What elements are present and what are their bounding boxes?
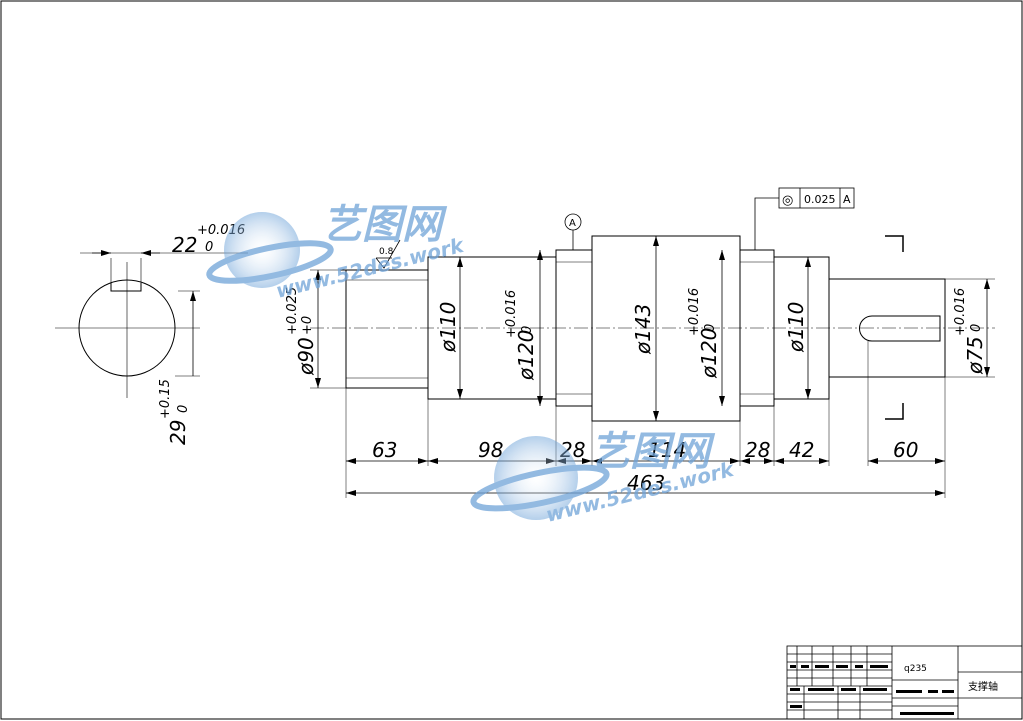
surface-roughness-symbol	[375, 239, 401, 269]
shaft-outline	[310, 235, 995, 422]
datum-marker	[564, 213, 582, 250]
diameter-90-label: ø90	[294, 337, 318, 376]
title-block-part-name: 支撑轴	[968, 680, 998, 693]
diameter-110-left-label: ø110	[436, 302, 460, 353]
diameter-dimension-lines	[310, 236, 995, 421]
title-block-material: q235	[904, 664, 927, 674]
diameter-75-tol-upper: +0.016	[953, 288, 968, 336]
diameter-110-right-label: ø110	[784, 302, 808, 353]
diameter-120-right-tol-lower: 0	[703, 324, 718, 332]
diameter-143-label: ø143	[631, 304, 655, 355]
length-dimension-lines	[345, 341, 946, 498]
concentricity-symbol: ◎	[782, 193, 793, 208]
tolerance-value: 0.025	[804, 193, 836, 206]
key-depth-label: 29	[166, 420, 190, 445]
diameter-120-right-label: ø120	[697, 328, 721, 379]
datum-label: A	[569, 218, 576, 229]
title-block-marks	[790, 665, 954, 715]
length-42-label: 42	[789, 438, 814, 462]
length-28-right-label: 28	[745, 438, 770, 462]
key-width-label: 22	[172, 233, 197, 257]
surface-roughness-value: 0.8	[379, 247, 394, 257]
diameter-75-label: ø75	[963, 336, 987, 375]
diameter-120-left-tol-lower: 0	[520, 326, 535, 334]
keyway-length-label: 60	[893, 438, 918, 462]
key-depth-tol-upper: +0.15	[158, 379, 173, 419]
title-block	[786, 645, 1023, 720]
diameter-90-tol-upper: +0.025	[285, 287, 300, 335]
watermark-brand-middle: 艺图网	[590, 429, 716, 475]
section-view	[55, 250, 248, 398]
tolerance-datum: A	[843, 193, 851, 206]
diameter-120-left-tol-upper: +0.016	[504, 290, 519, 338]
watermark-brand-top: 艺图网	[322, 202, 448, 248]
length-114-label: 114	[648, 438, 686, 462]
key-depth-tol-lower: 0	[176, 405, 191, 413]
tolerance-frame	[754, 187, 855, 250]
watermark-logo-middle: 艺图网 www.52des.work	[470, 429, 737, 527]
key-width-tol-lower: 0	[205, 240, 213, 255]
diameter-90-tol-lower: +0	[300, 316, 315, 335]
section-cut-marks	[885, 235, 904, 420]
total-length-label: 463	[627, 471, 665, 495]
length-63-label: 63	[372, 438, 397, 462]
diameter-75-tol-lower: 0	[969, 324, 984, 332]
diameter-120-left-label: ø120	[514, 330, 538, 381]
diameter-120-right-tol-upper: +0.016	[687, 288, 702, 336]
